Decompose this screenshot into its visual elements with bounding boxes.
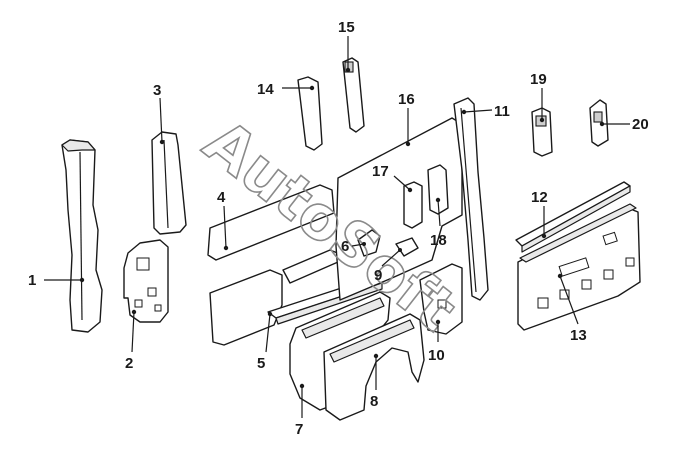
callout-18: 18 — [430, 232, 447, 249]
callout-7: 7 — [295, 421, 303, 438]
part-1-front-pillar — [61, 139, 103, 333]
callout-20: 20 — [632, 116, 649, 133]
part-6-clip — [357, 229, 381, 257]
callout-17: 17 — [372, 163, 389, 180]
part-4-side-panel — [207, 184, 341, 346]
callout-4: 4 — [217, 189, 226, 206]
callout-1: 1 — [28, 272, 36, 289]
callout-2: 2 — [125, 355, 133, 372]
callout-14: 14 — [257, 81, 274, 98]
part-8-wheelhouse-inner — [323, 313, 425, 421]
callout-15: 15 — [338, 19, 355, 36]
part-13-side-panel — [517, 203, 641, 331]
part-10-inner-plate — [419, 263, 463, 335]
part-14-channel — [297, 76, 323, 151]
part-2-lower-pillar-bracket — [123, 239, 169, 323]
callout-12: 12 — [531, 189, 548, 206]
callout-11: 11 — [494, 103, 510, 120]
callout-19: 19 — [530, 71, 547, 88]
part-3-upper-pillar — [151, 131, 187, 235]
callout-9: 9 — [374, 267, 382, 284]
part-18-bracket — [427, 164, 449, 215]
part-20-bracket — [589, 99, 609, 147]
callout-3: 3 — [153, 82, 161, 99]
part-17-bracket — [403, 181, 423, 229]
callout-5: 5 — [257, 355, 265, 372]
callouts: 1 2 3 4 5 6 7 8 9 10 11 12 13 14 15 16 1 — [28, 19, 649, 438]
callout-6: 6 — [341, 238, 349, 255]
part-15-channel — [342, 57, 365, 133]
callout-8: 8 — [370, 393, 378, 410]
part-9-clip — [395, 237, 419, 257]
callout-10: 10 — [428, 347, 445, 364]
callout-13: 13 — [570, 327, 587, 344]
part-11-vertical-rail — [453, 97, 489, 301]
callout-16: 16 — [398, 91, 415, 108]
